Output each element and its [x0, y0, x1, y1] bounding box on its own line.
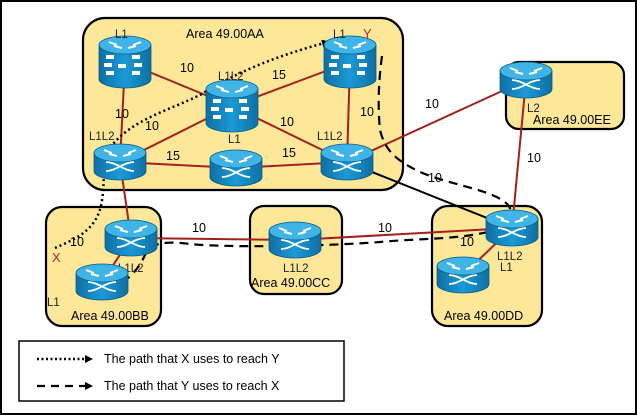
link-cost-label: 15	[272, 68, 286, 82]
link-cost-label: 10	[378, 221, 392, 235]
cost-labels-layer: 10 10 15 10 10 10 15 15 10 10 10 10 10 10 10	[70, 61, 541, 249]
area-dd-label: Area 49.00DD	[444, 309, 523, 323]
router-dd-l1-icon	[436, 256, 490, 294]
router-level-label: L1L2	[497, 251, 523, 263]
link-bb_l1l2-cc_l1l2	[130, 237, 296, 241]
router-level-label: L1	[47, 297, 60, 309]
router-level-label: L2	[527, 103, 540, 115]
router-level-label: L1	[333, 29, 346, 41]
router-level-label: L1	[500, 262, 513, 274]
area-bb-label: Area 49.00BB	[71, 309, 149, 323]
link-cost-label: 10	[180, 61, 194, 75]
area-cc-label: Area 49.00CC	[251, 276, 330, 290]
link-aa_l1l2_br-ee_l2	[346, 79, 527, 163]
router-dd-l1l2-icon	[485, 209, 539, 247]
link-cost-label: 10	[425, 97, 439, 111]
router-level-label: L1	[228, 134, 241, 146]
legend-dotted-text: The path that X uses to reach Y	[104, 352, 280, 366]
area-ee-label: Area 49.00EE	[533, 113, 611, 127]
router-level-label: L1L2	[317, 131, 343, 143]
router-level-label: L1L2	[283, 263, 309, 275]
link-cost-label: 10	[460, 235, 474, 249]
link-cost-label: 10	[280, 115, 294, 129]
router-aa-l1-bm-icon	[209, 149, 263, 187]
legend-dashed-text: The path that Y uses to reach X	[104, 379, 280, 393]
link-cost-label: 10	[428, 171, 442, 185]
link-aa_l1l2_br-dd_l1l2	[346, 161, 513, 229]
router-ee-l2-icon	[499, 61, 553, 99]
router-aa-l1l2-bl-icon	[93, 143, 147, 181]
link-cc_l1l2-dd_l1l2	[294, 227, 513, 241]
legend-box	[18, 340, 345, 402]
link-cost-label: 15	[282, 146, 296, 160]
link-cost-label: 10	[115, 107, 129, 121]
link-cost-label: 15	[166, 149, 180, 163]
link-cost-label: 10	[192, 221, 206, 235]
router-level-label: L1L2	[89, 131, 115, 143]
marker-y: Y	[363, 26, 372, 41]
router-aa-l1l2-br-icon	[320, 143, 374, 181]
router-bb-l1-x-icon	[75, 263, 129, 301]
link-ee_l2-dd_l1l2	[511, 79, 527, 229]
router-level-label: L1L2	[218, 71, 244, 83]
router-cc-l1l2-icon	[268, 221, 322, 259]
router-aa-l1-y-icon	[323, 35, 377, 89]
legend: The path that X uses to reach Y The path…	[18, 340, 345, 402]
dashed-path-y-to-x	[103, 55, 512, 294]
router-aa-l1-tl-icon	[98, 35, 152, 89]
link-cost-label: 10	[360, 105, 374, 119]
link-cost-label: 10	[527, 151, 541, 165]
marker-x: X	[52, 250, 61, 265]
path-y-to-x	[103, 55, 512, 294]
router-aa-l1l2-c-icon	[205, 79, 259, 133]
router-bb-l1l2-icon	[104, 219, 158, 257]
link-cost-label: 10	[145, 119, 159, 133]
link-cost-label: 10	[70, 235, 84, 249]
router-level-label: L1	[115, 29, 128, 41]
area-aa-label: Area 49.00AA	[186, 27, 264, 41]
